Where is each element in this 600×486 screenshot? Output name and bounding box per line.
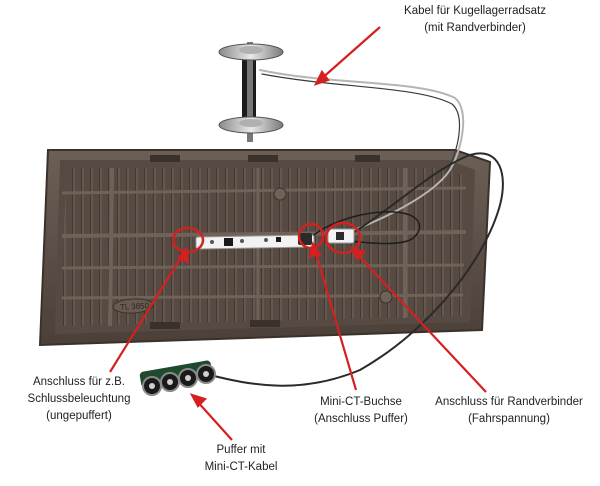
axle-cable-label: Kabel für Kugellagerradsatz (mit Randver…	[360, 3, 590, 37]
buffer-cable	[209, 152, 504, 387]
edge-connector-arrow	[355, 252, 487, 393]
axle-cable-label-line1: Kabel für Kugellagerradsatz	[404, 5, 546, 17]
plate-marking	[112, 298, 154, 314]
edge-connector-label-line1: Anschluss für Randverbinder	[435, 396, 583, 408]
buffer-module	[139, 360, 216, 396]
buffer-arrow	[195, 399, 233, 441]
edge-connector-label: Anschluss für Randverbinder (Fahrspannun…	[424, 394, 594, 428]
wheel-axle	[218, 42, 284, 142]
decoder-pcb	[195, 228, 355, 250]
axle-cable-label-line2: (mit Randverbinder)	[424, 22, 526, 34]
buffer-label: Puffer mit Mini-CT-Kabel	[176, 442, 306, 476]
rear-light-label-line3: (ungepuffert)	[46, 410, 112, 422]
axle-cable-arrow	[319, 26, 381, 81]
mini-ct-arrow	[313, 249, 358, 391]
buffer-label-line2: Mini-CT-Kabel	[204, 461, 278, 473]
mini-ct-socket-label: Mini-CT-Buchse (Anschluss Puffer)	[296, 394, 426, 428]
loop-cable	[309, 211, 421, 245]
edge-connector-label-line2: (Fahrspannung)	[468, 413, 550, 425]
annotation-arrows	[109, 26, 487, 441]
mini-ct-socket-label-line2: (Anschluss Puffer)	[314, 413, 408, 425]
rear-light-highlight	[171, 226, 205, 254]
mini-ct-socket-label-line1: Mini-CT-Buchse	[320, 396, 402, 408]
edge-connector-highlight	[324, 221, 362, 255]
rear-light-arrow	[109, 253, 184, 373]
rear-light-label: Anschluss für z.B. Schlussbeleuchtung (u…	[14, 374, 144, 425]
rear-light-label-line2: Schlussbeleuchtung	[27, 393, 131, 405]
plate-marking-text: TL 3850	[119, 301, 150, 312]
axle-cable	[259, 69, 465, 239]
buffer-label-line1: Puffer mit	[216, 444, 266, 456]
rear-light-label-line1: Anschluss für z.B.	[32, 376, 126, 388]
